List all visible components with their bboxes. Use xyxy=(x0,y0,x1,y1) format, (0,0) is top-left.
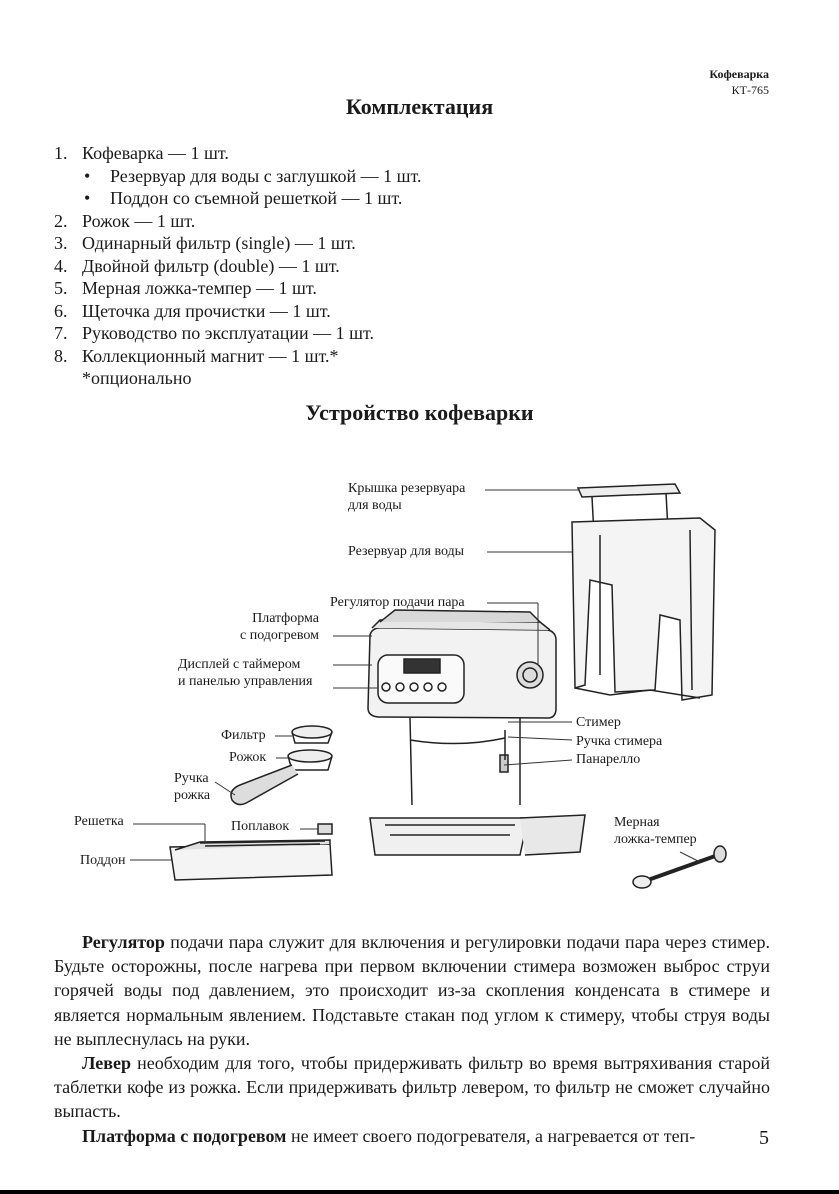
machine-body-drawing xyxy=(367,609,586,856)
optional-note: *опционально xyxy=(82,368,192,388)
header-model: КТ-765 xyxy=(731,83,769,97)
label-float: Поплавок xyxy=(231,819,290,834)
drip-tray-drawing xyxy=(169,839,333,881)
tamper-drawing xyxy=(632,845,727,889)
label-handle: Ручка рожка xyxy=(174,771,211,803)
label-water-tank: Резервуар для воды xyxy=(348,544,465,559)
list-subitem: •Резервуар для воды с заглушкой — 1 шт. xyxy=(84,165,422,186)
list-item: 8.Коллекционный магнит — 1 шт.* xyxy=(54,345,339,366)
portafilter-drawing xyxy=(230,725,333,806)
paragraph: Регулятор подачи пара служит для включен… xyxy=(54,932,770,1049)
label-filter: Фильтр xyxy=(221,728,266,743)
label-steam-knob: Регулятор подачи пара xyxy=(330,595,465,610)
list-item: 6.Щеточка для прочистки — 1 шт. xyxy=(54,300,331,321)
label-display: Дисплей с таймером и панелью управления xyxy=(178,657,313,689)
label-grate: Решетка xyxy=(74,814,124,829)
paragraph: Платформа с подогревом не имеет своего п… xyxy=(82,1125,696,1146)
tank-lid-drawing xyxy=(576,483,682,536)
label-steamer-handle: Ручка стимера xyxy=(576,734,663,749)
list-item: 2.Рожок — 1 шт. xyxy=(54,210,196,231)
label-tamper: Мерная ложка-темпер xyxy=(614,815,697,847)
label-tray: Поддон xyxy=(80,853,126,868)
description-text: Регулятор подачи пара служит для включен… xyxy=(54,930,770,1148)
label-platform: Платформа с подогревом xyxy=(240,611,319,643)
paragraph: Левер необходим для того, чтобы придержи… xyxy=(54,1053,770,1122)
page-number: 5 xyxy=(759,1127,769,1149)
header-title: Кофеварка xyxy=(709,67,769,81)
contents-list: 1.Кофеварка — 1 шт. •Резервуар для воды … xyxy=(54,142,421,390)
running-header: Кофеварка КТ-765 xyxy=(709,66,769,98)
label-steamer: Стимер xyxy=(576,715,621,730)
list-item: 7.Руководство по эксплуатации — 1 шт. xyxy=(54,323,374,343)
coffee-machine-diagram xyxy=(130,483,727,889)
label-holder: Рожок xyxy=(229,750,267,765)
section-title-device: Устройство кофеварки xyxy=(305,400,534,425)
label-panarello: Панарелло xyxy=(576,752,641,767)
list-item: 3.Одинарный фильтр (single) — 1 шт. xyxy=(54,233,356,253)
list-subitem: •Поддон со съемной решеткой — 1 шт. xyxy=(84,188,403,208)
section-title-contents: Комплектация xyxy=(345,94,494,119)
list-item: 5.Мерная ложка-темпер — 1 шт. xyxy=(54,278,317,298)
water-tank-drawing xyxy=(571,517,716,701)
label-tank-lid: Крышка резервуара для воды xyxy=(348,481,466,513)
list-item: 4.Двойной фильтр (double) — 1 шт. xyxy=(54,255,340,276)
list-item: 1.Кофеварка — 1 шт. xyxy=(54,143,229,163)
bottom-rule xyxy=(0,1190,839,1194)
